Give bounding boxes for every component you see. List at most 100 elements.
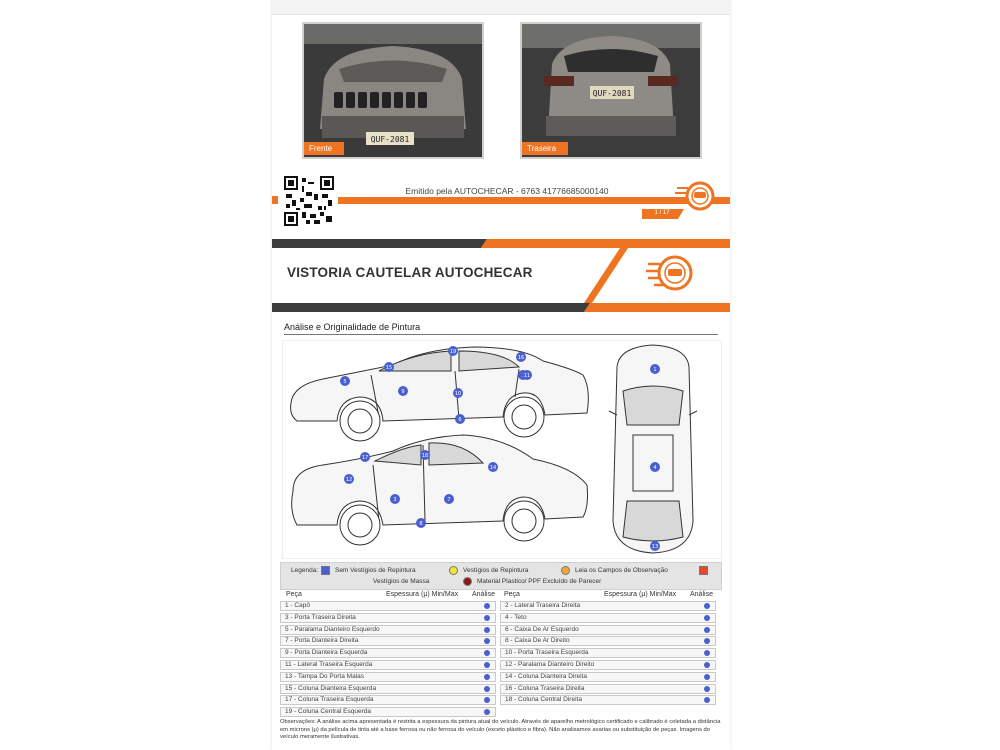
status-dot-icon: [484, 626, 490, 633]
header-part-right: Peça: [504, 591, 520, 598]
table-row: 16 - Coluna Traseira Direita: [500, 683, 716, 694]
marker-label: 1: [653, 367, 656, 373]
status-dot-icon: [704, 626, 710, 633]
marker-18: [420, 450, 430, 460]
part-name: 12 - Paralama Dianteiro Direito: [505, 661, 595, 668]
legend-item-putty-swatch: [699, 566, 713, 575]
marker-10: [453, 388, 463, 398]
marker-9: [398, 386, 408, 396]
marker-label: 9: [401, 389, 404, 395]
table-row: 4 - Teto: [500, 612, 716, 623]
status-dot-icon: [704, 650, 710, 657]
table-row: 1 - Capô: [280, 601, 496, 611]
yellow-swatch-icon: [449, 566, 458, 575]
marker-label: 12: [346, 477, 352, 483]
front-photo: QUF-2081 Frente: [302, 22, 484, 159]
table-row: 10 - Porta Traseira Esquerda: [500, 648, 716, 659]
table-row: 3 - Porta Traseira Direita: [280, 612, 496, 623]
page-number: 1 / 17: [654, 210, 670, 216]
marker-label: 5: [343, 379, 346, 385]
legend-item-repaint: Vestígios de Repintura: [449, 566, 528, 575]
rear-plate: QUF-2081: [593, 89, 632, 98]
table-row: 2 - Lateral Traseira Direita: [500, 601, 716, 611]
part-name: 16 - Coluna Traseira Direita: [505, 684, 585, 692]
status-dot-icon: [484, 697, 490, 704]
status-dot-icon: [484, 709, 490, 716]
table-row: 13 - Tampa Do Porta Malas: [280, 671, 496, 682]
marker-label: 11: [524, 373, 530, 379]
status-dot-icon: [484, 603, 490, 609]
marker-label: 16: [518, 355, 524, 361]
part-name: 4 - Teto: [505, 613, 527, 621]
report-page: QUF-2081 Frente QUF-2081 Traseira: [272, 0, 730, 750]
legend-item-plastic: Material Plastico/ PPF Excluído de Parec…: [463, 577, 601, 586]
marker-label: 4: [653, 465, 656, 471]
rear-photo: QUF-2081 Traseira: [520, 22, 702, 159]
header-analysis-left: Análise: [472, 591, 495, 598]
marker-7: [444, 494, 454, 504]
table-row: 12 - Paralama Dianteiro Direito: [500, 660, 716, 670]
legend-label: Legenda:: [291, 567, 319, 574]
marker-label: 18: [422, 453, 428, 459]
status-dot-icon: [704, 673, 710, 680]
marker-15: [384, 362, 394, 372]
red-swatch-icon: [699, 566, 708, 575]
marker-19: [448, 346, 458, 356]
table-row: 17 - Coluna Traseira Esquerda: [280, 695, 496, 706]
rear-photo-label: Traseira: [522, 142, 569, 155]
marker-label: 19: [450, 349, 456, 355]
part-name: 1 - Capô: [285, 602, 310, 609]
footer-band: [272, 181, 730, 219]
table-row: 11 - Lateral Traseira Esquerda: [280, 660, 496, 670]
marker-3: [390, 494, 400, 504]
marker-label: 7: [447, 497, 450, 503]
marker-14: [488, 462, 498, 472]
status-dot-icon: [484, 638, 490, 645]
car-diagram: 12345678910111213141516171819: [282, 340, 722, 559]
part-name: 6 - Caixa De Ar Esquerdo: [505, 625, 579, 633]
orange-swatch-icon: [561, 566, 570, 575]
marker-1: [650, 364, 660, 374]
header-analysis-right: Análise: [690, 591, 713, 598]
legend-item-putty: Vestígios de Massa: [373, 578, 430, 585]
marker-4: [650, 462, 660, 472]
status-dot-icon: [704, 662, 710, 668]
table-row: 8 - Caixa De Ar Direito: [500, 636, 716, 647]
marker-12: [344, 474, 354, 484]
section-divider: [284, 334, 718, 335]
status-dot-icon: [704, 685, 710, 692]
part-name: 8 - Caixa De Ar Direito: [505, 637, 570, 645]
status-dot-icon: [704, 603, 710, 609]
header-thickness-left: Espessura (μ) Min/Max: [386, 591, 459, 598]
marker-16: [516, 352, 526, 362]
part-name: 14 - Coluna Dianteira Direita: [505, 672, 588, 680]
table-row: 7 - Porta Dianteira Direita: [280, 636, 496, 647]
marker-label: 8: [419, 521, 422, 527]
status-dot-icon: [704, 697, 710, 704]
table-row: 5 - Paralama Dianteiro Esquerdo: [280, 624, 496, 635]
marker-5: [340, 376, 350, 386]
top-strip: [272, 0, 730, 15]
part-name: 18 - Coluna Central Direita: [505, 696, 582, 704]
diagram-markers: 12345678910111213141516171819: [340, 346, 660, 551]
marker-8: [416, 518, 426, 528]
part-name: 11 - Lateral Traseira Esquerda: [285, 661, 373, 668]
part-name: 19 - Coluna Central Esquerda: [285, 708, 371, 716]
table-row: 14 - Coluna Dianteira Direita: [500, 671, 716, 682]
legend-item-no-repaint: Sem Vestígios de Repintura: [321, 566, 416, 575]
legend: Legenda: Sem Vestígios de Repintura Vest…: [280, 562, 722, 590]
marker-label: 3: [393, 497, 396, 503]
part-name: 9 - Porta Dianteira Esquerda: [285, 649, 368, 657]
table-row: 9 - Porta Dianteira Esquerda: [280, 648, 496, 659]
table-row: 18 - Coluna Central Direita: [500, 695, 716, 706]
part-name: 5 - Paralama Dianteiro Esquerdo: [285, 625, 380, 633]
front-photo-label: Frente: [304, 142, 345, 155]
marker-6: [455, 414, 465, 424]
qr-code: [284, 176, 334, 226]
marker-13: [650, 541, 660, 551]
header-part-left: Peça: [286, 591, 302, 598]
status-dot-icon: [484, 662, 490, 668]
table-row: 15 - Coluna Dianteira Esquerda: [280, 683, 496, 694]
status-dot-icon: [484, 650, 490, 657]
status-dot-icon: [704, 638, 710, 645]
